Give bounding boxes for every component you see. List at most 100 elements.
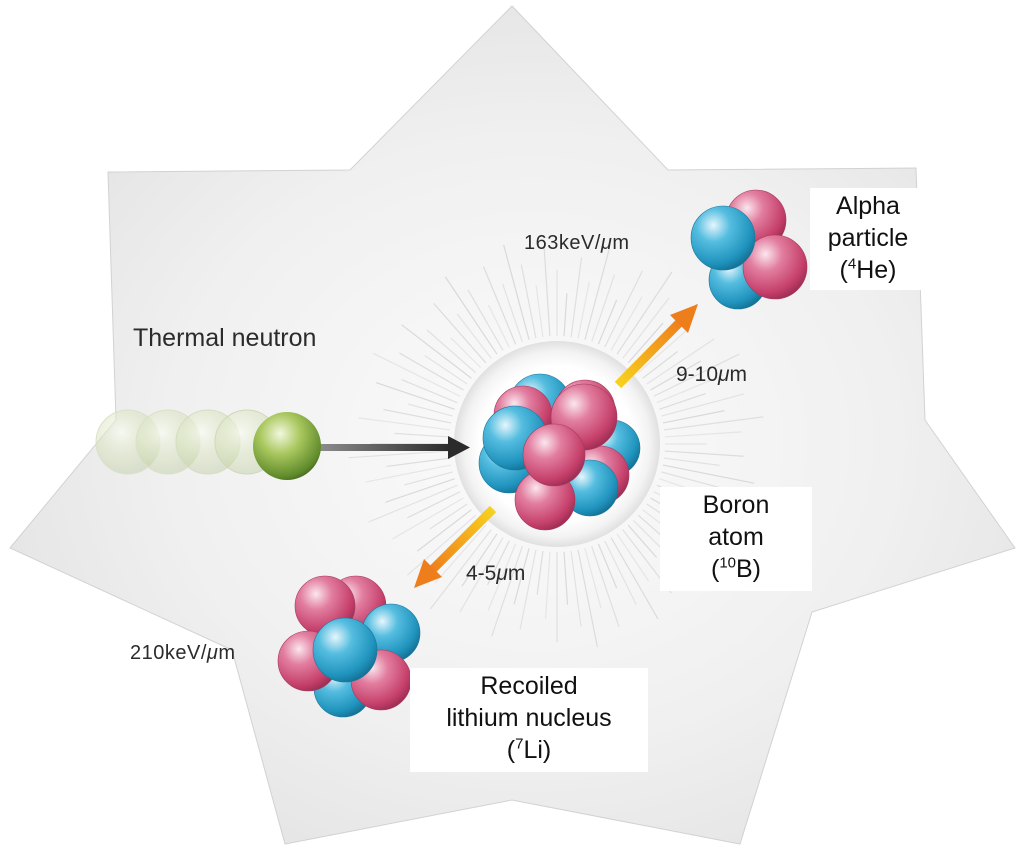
ray-line: [653, 353, 740, 397]
ray-line: [664, 450, 744, 457]
neutron-ball: [312, 617, 378, 683]
neutron-arrow: [300, 436, 470, 459]
ray-line: [536, 550, 544, 595]
ray-line: [406, 491, 461, 519]
ray-line: [401, 379, 458, 404]
ray-line: [372, 352, 461, 397]
lithium-line3: (7Li): [506, 735, 552, 764]
ray-line: [535, 285, 544, 338]
ray-line: [456, 313, 492, 359]
ray-line: [424, 355, 468, 385]
lithium-range-label: 4-5μm: [466, 562, 526, 585]
ray-line: [544, 551, 551, 619]
ray-line: [577, 549, 598, 648]
ray-line: [459, 537, 504, 613]
alpha-energy-label: 163keV/μm: [524, 232, 630, 254]
boron-line3: (10B): [710, 554, 761, 583]
ray-line: [610, 296, 643, 351]
neutron-ball: [690, 205, 756, 271]
boron-nucleus: [478, 373, 641, 531]
ray-line: [563, 293, 568, 337]
ray-line: [406, 514, 477, 576]
ray-line: [491, 546, 523, 637]
ray-line: [385, 478, 455, 503]
ray-line: [429, 503, 468, 530]
ray-line: [646, 338, 715, 385]
ray-line: [597, 543, 618, 589]
ray-line: [519, 549, 537, 630]
ray-line: [570, 257, 583, 338]
thermal-neutron-label: Thermal neutron: [133, 324, 317, 352]
ray-line: [392, 497, 464, 540]
ray-line: [597, 299, 618, 345]
ray-line: [627, 524, 658, 558]
alpha-line2: particle: [827, 224, 909, 252]
ray-line: [401, 324, 472, 379]
ray-line: [348, 450, 450, 459]
ray-line: [591, 274, 616, 342]
lithium-line2: lithium nucleus: [446, 704, 612, 732]
ray-line: [433, 303, 487, 364]
ray-line: [662, 410, 725, 424]
alpha-arrow: [614, 304, 698, 389]
ray-line: [637, 328, 689, 374]
lithium-arrow: [414, 505, 497, 588]
ray-line: [368, 484, 458, 523]
ray-line: [487, 540, 510, 586]
lithium-energy-label: 210keV/μm: [130, 642, 236, 664]
alpha-range-label: 9-10μm: [676, 363, 748, 386]
ray-line: [622, 297, 670, 359]
proton-ball: [742, 234, 808, 300]
ray-line: [604, 540, 637, 605]
ray-line: [383, 408, 452, 424]
ray-line: [577, 282, 590, 339]
ray-line: [616, 271, 673, 355]
ray-line: [570, 550, 582, 627]
ray-line: [584, 248, 610, 340]
ray-line: [461, 533, 498, 587]
ray-line: [584, 548, 602, 609]
ray-line: [563, 551, 569, 605]
ray-line: [520, 264, 537, 339]
ray-line: [662, 464, 755, 484]
ray-line: [502, 283, 523, 342]
ray-line: [604, 270, 643, 348]
ray-line: [434, 524, 487, 584]
ray-line: [408, 403, 453, 417]
ray-line: [503, 244, 530, 340]
alpha-particle-label-box: Alpha particle (4He): [810, 188, 926, 290]
ray-line: [656, 374, 724, 404]
ray-line: [444, 276, 498, 355]
ray-line: [650, 360, 702, 391]
ray-line: [591, 546, 620, 627]
ray-line: [394, 432, 450, 438]
ray-line: [661, 393, 745, 417]
ray-line: [487, 304, 510, 348]
thermal-neutron-ball: [253, 412, 321, 480]
alpha-line3: (4He): [839, 255, 897, 284]
alpha-particle-nucleus: [690, 189, 808, 310]
ray-line: [663, 416, 764, 431]
ray-line: [616, 533, 650, 582]
ray-line: [429, 529, 492, 610]
ray-line: [513, 548, 530, 605]
lithium-nucleus: [277, 575, 421, 718]
ray-line: [664, 431, 742, 438]
ray-line: [610, 537, 659, 620]
ray-line: [482, 266, 517, 345]
ray-line: [386, 457, 451, 468]
boron-atom-label-box: Boron atom (10B): [660, 487, 812, 591]
ray-line: [426, 329, 477, 374]
proton-ball: [522, 423, 586, 487]
ray-line: [642, 350, 678, 379]
alpha-line1: Alpha: [836, 192, 900, 220]
ray-line: [365, 464, 452, 483]
ray-line: [417, 509, 472, 552]
ray-line: [358, 417, 451, 431]
ray-line: [659, 392, 706, 410]
ray-line: [627, 322, 664, 364]
boron-line1: Boron: [702, 491, 770, 519]
ray-line: [467, 289, 504, 351]
ray-line: [404, 471, 453, 486]
